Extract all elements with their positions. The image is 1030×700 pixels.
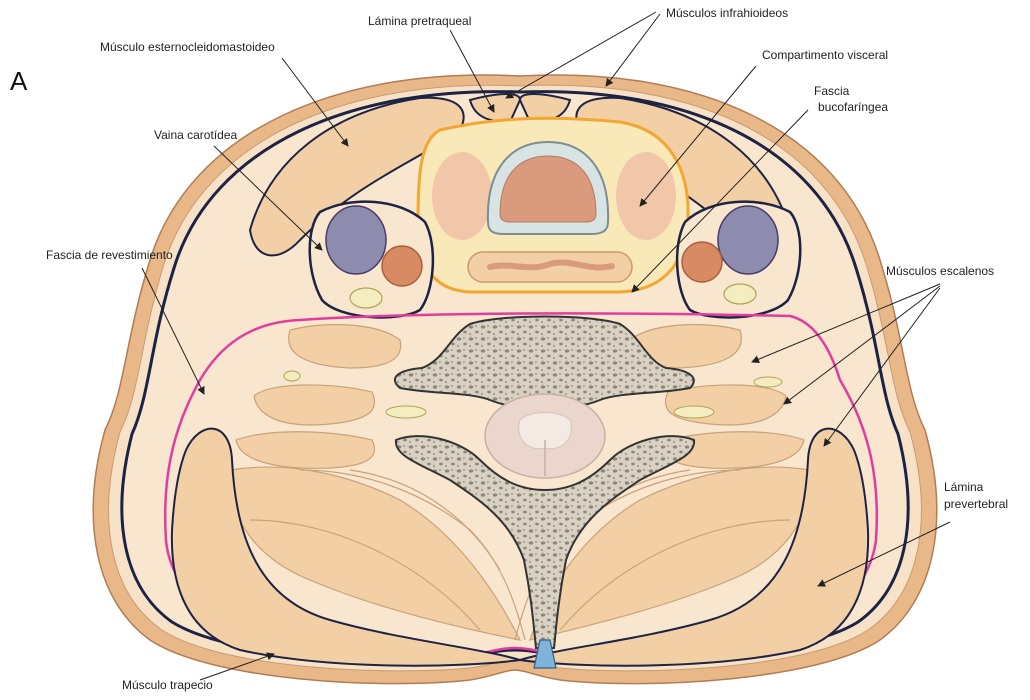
label-buccopharyngeal-fascia-line1: Fascia bbox=[814, 84, 849, 98]
label-carotid-sheath: Vaina carotídea bbox=[154, 128, 237, 142]
vagus-nerve-right bbox=[724, 284, 756, 304]
nerve-right-2 bbox=[674, 406, 714, 418]
carotid-artery-left bbox=[382, 246, 422, 286]
label-trapezius: Músculo trapecio bbox=[122, 678, 213, 692]
label-visceral-compartment: Compartimento visceral bbox=[762, 48, 888, 62]
thyroid-left bbox=[432, 152, 492, 240]
label-investing-fascia: Fascia de revestimiento bbox=[46, 248, 173, 262]
label-scalene-muscles: Músculos escalenos bbox=[886, 264, 994, 278]
label-buccopharyngeal-fascia-line2: bucofaríngea bbox=[818, 100, 888, 114]
label-prevertebral-lamina-line2: prevertebral bbox=[944, 497, 1008, 511]
label-infrahyoid-muscles: Músculos infrahioideos bbox=[666, 6, 788, 20]
panel-letter: A bbox=[10, 66, 27, 97]
nerve-left-2 bbox=[386, 406, 426, 418]
jugular-vein-right bbox=[718, 206, 778, 274]
nerve-left-1 bbox=[284, 371, 300, 381]
nerve-right-1 bbox=[754, 377, 782, 387]
thyroid-right bbox=[616, 152, 676, 240]
label-pretracheal-lamina: Lámina pretraqueal bbox=[368, 14, 471, 28]
label-sternocleidomastoid: Músculo esternocleidomastoideo bbox=[100, 40, 275, 54]
carotid-artery-right bbox=[682, 242, 722, 282]
label-prevertebral-lamina-line1: Lámina bbox=[944, 480, 983, 494]
jugular-vein-left bbox=[326, 206, 386, 274]
vagus-nerve-left bbox=[350, 288, 382, 308]
